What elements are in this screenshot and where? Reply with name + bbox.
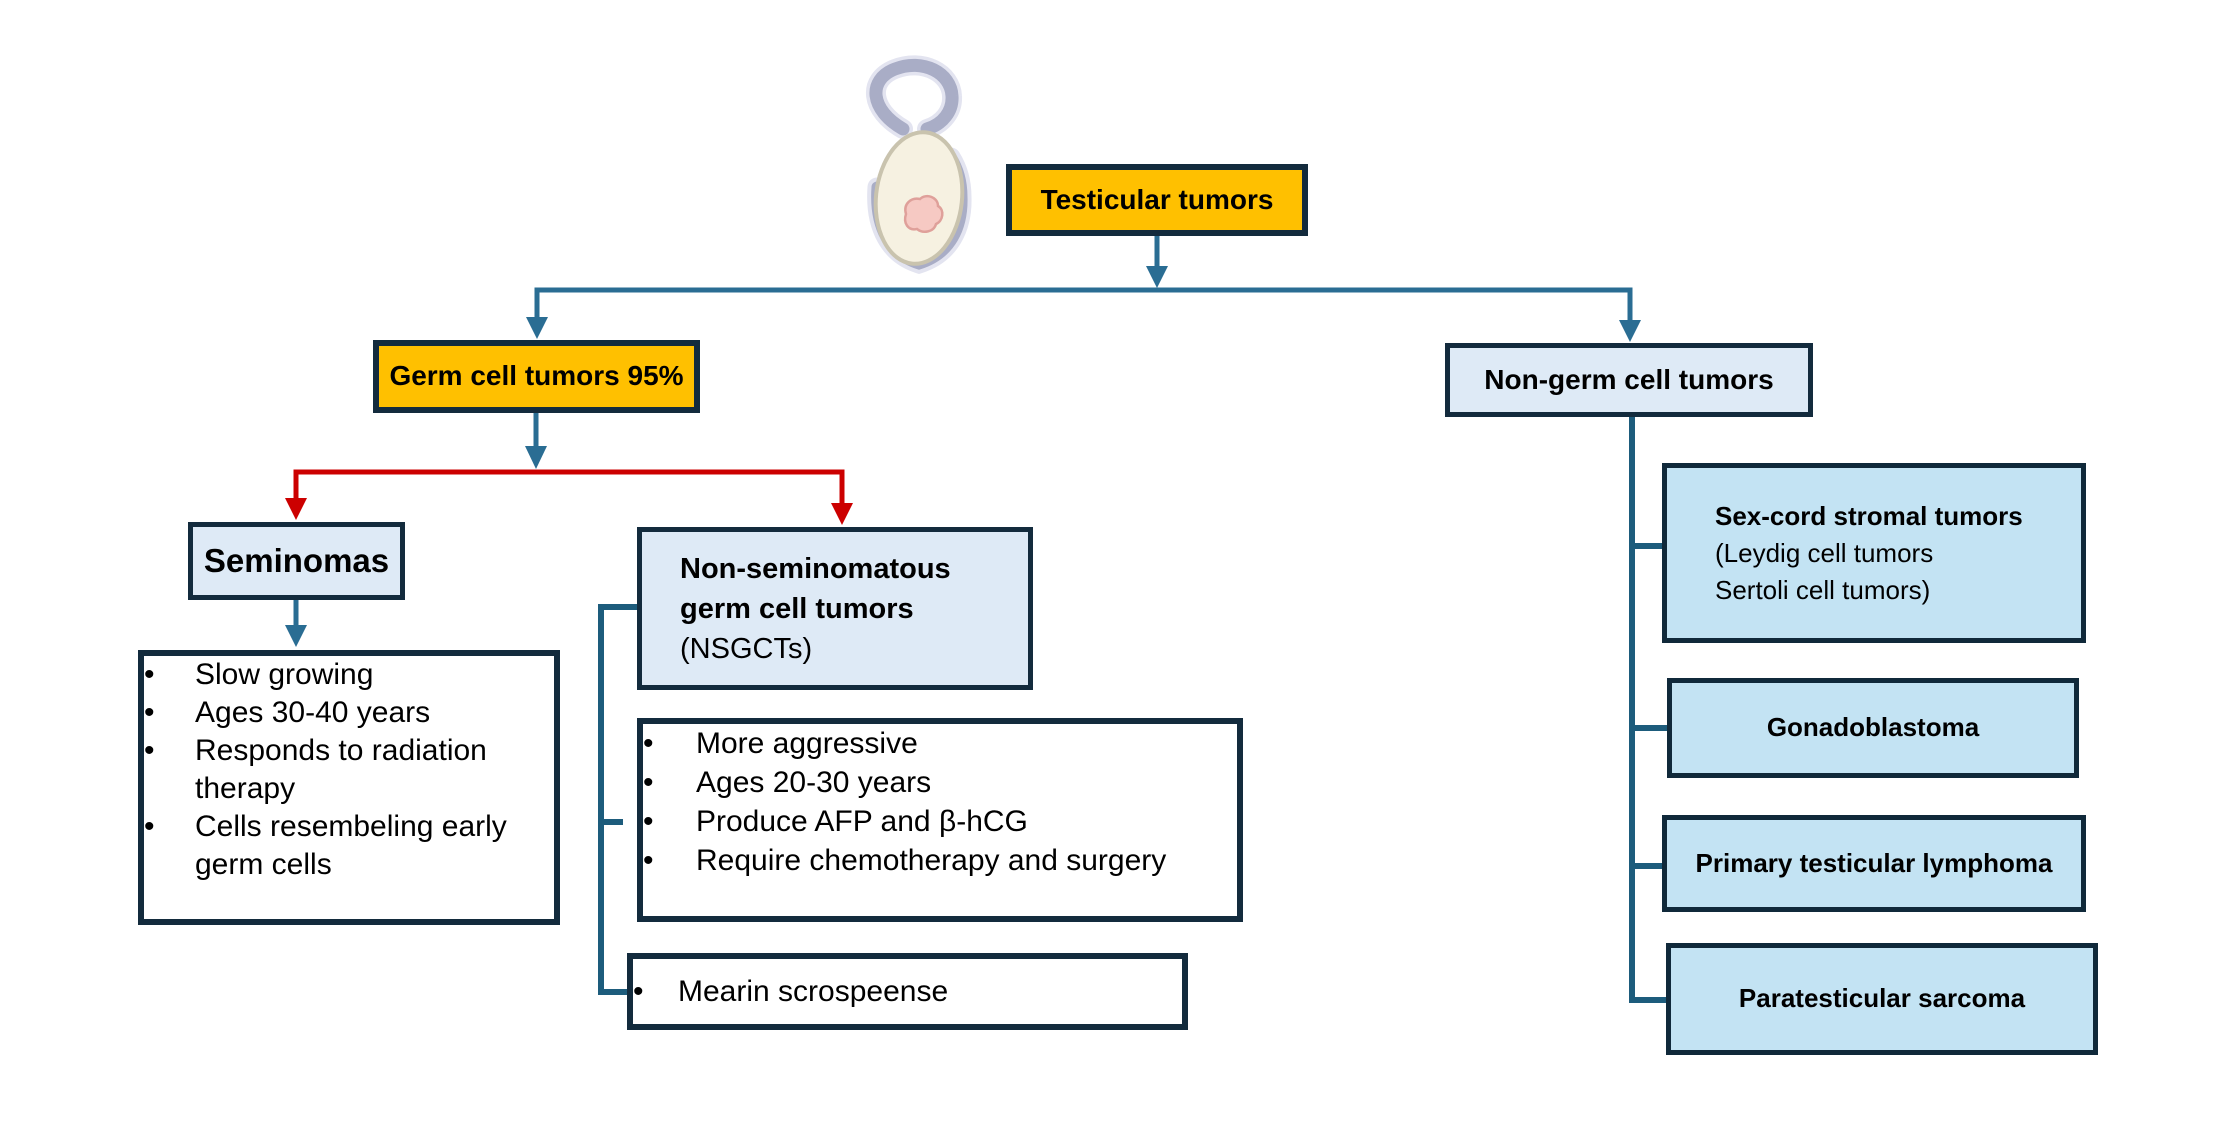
spermatic-cord-hook (869, 58, 959, 136)
list-item: Slow growing (144, 656, 554, 694)
arrowhead-germ (526, 317, 548, 339)
arrowhead-seminomas-list (285, 625, 307, 647)
list-item: Mearin scrospeense (633, 974, 1182, 1010)
list-item: Require chemotherapy and surgery (643, 841, 1237, 880)
nsgct-features-list: More aggressive Ages 20-30 years Produce… (643, 724, 1237, 880)
primary-testicular-lymphoma-box: Primary testicular lymphoma (1662, 815, 2086, 912)
arrowhead-nsgct (831, 503, 853, 525)
tree-lines (293, 236, 1633, 627)
non-germ-label: Non-germ cell tumors (1484, 363, 1774, 395)
arrowhead-seminomas (285, 498, 307, 520)
nsgct-features-box: More aggressive Ages 20-30 years Produce… (637, 718, 1243, 922)
lymphoma-label: Primary testicular lymphoma (1695, 847, 2053, 878)
seminomas-box: Seminomas (188, 522, 405, 600)
nsgct-abbrev: (NSGCTs) (680, 632, 813, 665)
gonadoblastoma-box: Gonadoblastoma (1667, 678, 2079, 778)
root-box-testicular-tumors: Testicular tumors (1006, 164, 1308, 236)
nsgct-box: Non-seminomatous germ cell tumors (NSGCT… (637, 527, 1033, 690)
red-split-lines (293, 469, 845, 503)
nsgct-note-list: Mearin scrospeense (633, 974, 1182, 1010)
gonadoblastoma-label: Gonadoblastoma (1766, 712, 1980, 743)
bracket-lines (598, 417, 1667, 1003)
tree-arrowheads (285, 266, 1641, 647)
red-arrowheads (285, 498, 853, 525)
paratesticular-sarcoma-box: Paratesticular sarcoma (1666, 943, 2098, 1055)
seminomas-label: Seminomas (203, 541, 390, 579)
germ-label: Germ cell tumors 95% (389, 360, 684, 392)
bracket-nsgct (598, 604, 637, 995)
seminomas-features-box: Slow growing Ages 30-40 years Responds t… (138, 650, 560, 925)
germ-cell-tumors-box: Germ cell tumors 95% (373, 340, 700, 413)
bracket-nongerm (1629, 417, 1666, 1003)
sexcord-sub1: (Leydig cell tumors (1715, 537, 1934, 568)
sexcord-stromal-tumors-box: Sex-cord stromal tumors (Leydig cell tum… (1662, 463, 2086, 643)
testis-with-tumor-illustration (866, 55, 972, 274)
non-germ-cell-tumors-box: Non-germ cell tumors (1445, 343, 1813, 417)
list-item: Cells resembeling early germ cells (144, 808, 554, 884)
list-item: Ages 30-40 years (144, 694, 554, 732)
sarcoma-label: Paratesticular sarcoma (1738, 983, 2026, 1014)
connector-branch-rail (534, 287, 1633, 334)
arrowhead-nongerm (1619, 320, 1641, 342)
connector-red-rail (293, 469, 845, 503)
sexcord-sub2: Sertoli cell tumors) (1715, 574, 1931, 605)
arrowhead-root (1146, 266, 1168, 288)
root-label: Testicular tumors (1040, 183, 1274, 215)
arrowhead-germ-split (525, 446, 547, 469)
nsgct-note-box: Mearin scrospeense (627, 953, 1188, 1030)
list-item: Produce AFP and β-hCG (643, 802, 1237, 841)
list-item: More aggressive (643, 724, 1237, 763)
tumor-blob (903, 194, 944, 233)
seminomas-features-list: Slow growing Ages 30-40 years Responds t… (144, 656, 554, 884)
sexcord-title: Sex-cord stromal tumors (1715, 500, 2023, 531)
list-item: Ages 20-30 years (643, 763, 1237, 802)
list-item: Responds to radiation therapy (144, 732, 554, 808)
nsgct-label: Non-seminomatous germ cell tumors (680, 552, 951, 625)
